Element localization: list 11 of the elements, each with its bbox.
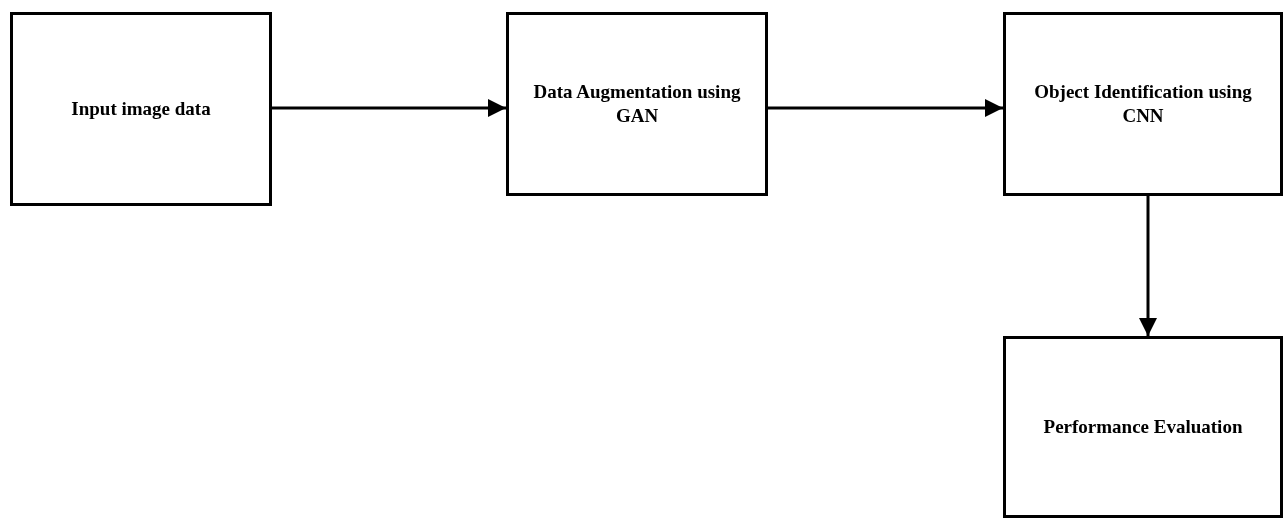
arrow xyxy=(272,99,506,117)
box-label: Input image data xyxy=(71,97,211,121)
box-label: Data Augmentation using GAN xyxy=(532,80,742,128)
arrow xyxy=(768,99,1003,117)
process-box xyxy=(10,12,272,206)
arrow xyxy=(1139,196,1157,336)
process-box xyxy=(1003,336,1283,518)
process-box xyxy=(506,12,768,196)
process-box xyxy=(1003,12,1283,196)
box-label: Performance Evaluation xyxy=(1043,415,1243,439)
box-label: Object Identification using CNN xyxy=(1033,80,1253,128)
